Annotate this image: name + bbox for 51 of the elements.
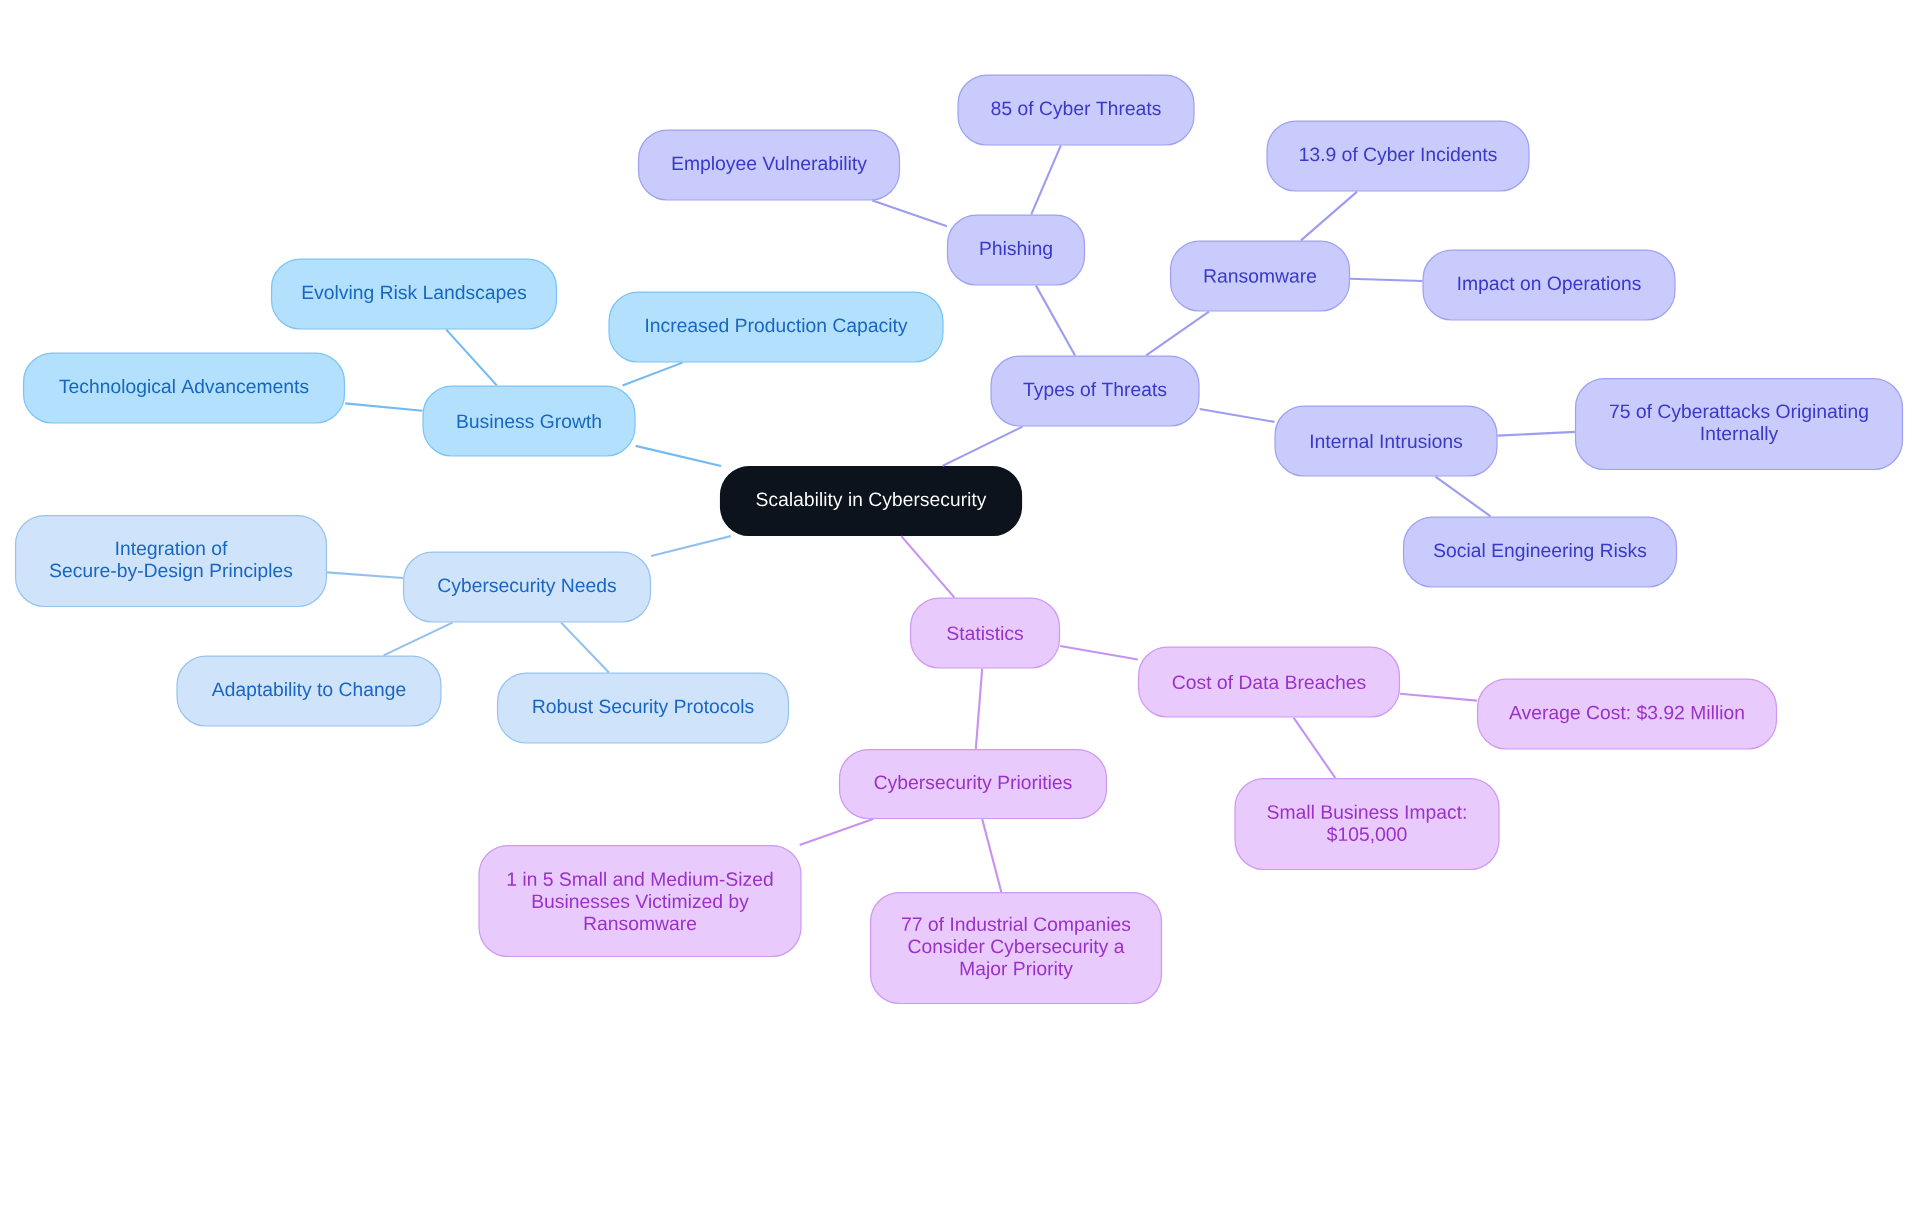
topic-node: Employee Vulnerability — [637, 129, 901, 201]
connector-line — [974, 668, 984, 749]
connector-line — [799, 818, 874, 846]
topic-node: Technological Advancements — [22, 352, 346, 424]
central-topic: Scalability in Cybersecurity — [719, 465, 1023, 537]
connector-line — [345, 402, 423, 412]
topic-node: 1 in 5 Small and Medium-Sized Businesses Victimized by Ransomware — [478, 844, 802, 958]
topic-node: Cybersecurity Needs — [402, 551, 652, 623]
topic-node: Small Business Impact: $105,000 — [1234, 777, 1500, 871]
connector-line — [1199, 407, 1275, 423]
topic-node: Robust Security Protocols — [496, 672, 790, 744]
connector-line — [622, 361, 683, 387]
connector-line — [942, 425, 1024, 467]
topic-node: Average Cost: $3.92 Million — [1476, 678, 1778, 750]
connector-line — [650, 535, 732, 558]
connector-line — [1030, 145, 1062, 215]
topic-node: Internal Intrusions — [1274, 405, 1498, 477]
connector-line — [1292, 717, 1337, 779]
connector-line — [1035, 285, 1076, 356]
topic-node: Business Growth — [422, 385, 636, 457]
topic-node: Evolving Risk Landscapes — [270, 258, 558, 330]
connector-line — [1145, 310, 1210, 357]
connector-line — [1059, 644, 1139, 661]
topic-node: 75 of Cyberattacks Originating Internally — [1574, 377, 1904, 471]
topic-node: 13.9 of Cyber Incidents — [1266, 120, 1530, 192]
connector-line — [560, 621, 610, 674]
topic-node: Statistics — [909, 597, 1061, 669]
connector-line — [383, 621, 453, 657]
connector-line — [327, 571, 403, 579]
connector-line — [635, 444, 722, 467]
topic-node: Types of Threats — [990, 355, 1200, 427]
topic-node: Cost of Data Breaches — [1137, 646, 1401, 718]
topic-node: Phishing — [946, 214, 1086, 286]
connector-line — [445, 328, 498, 387]
connector-line — [1434, 475, 1492, 518]
connector-line — [1350, 277, 1423, 283]
topic-node: Integration of Secure-by-Design Principles — [14, 514, 328, 608]
topic-node: Social Engineering Risks — [1402, 516, 1678, 588]
connector-line — [900, 535, 956, 599]
topic-node: Increased Production Capacity — [608, 291, 944, 363]
topic-node: 85 of Cyber Threats — [957, 74, 1195, 146]
topic-node: Impact on Operations — [1422, 249, 1676, 321]
topic-node: Ransomware — [1169, 240, 1351, 312]
connector-line — [981, 818, 1003, 893]
connector-line — [1497, 430, 1575, 437]
connector-line — [1400, 692, 1478, 702]
topic-node: 77 of Industrial Companies Consider Cybersecurity a Major Priority — [869, 891, 1163, 1005]
connector-line — [872, 199, 948, 228]
topic-node: Adaptability to Change — [176, 655, 442, 727]
topic-node: Cybersecurity Priorities — [838, 748, 1108, 820]
connector-line — [1300, 190, 1358, 242]
